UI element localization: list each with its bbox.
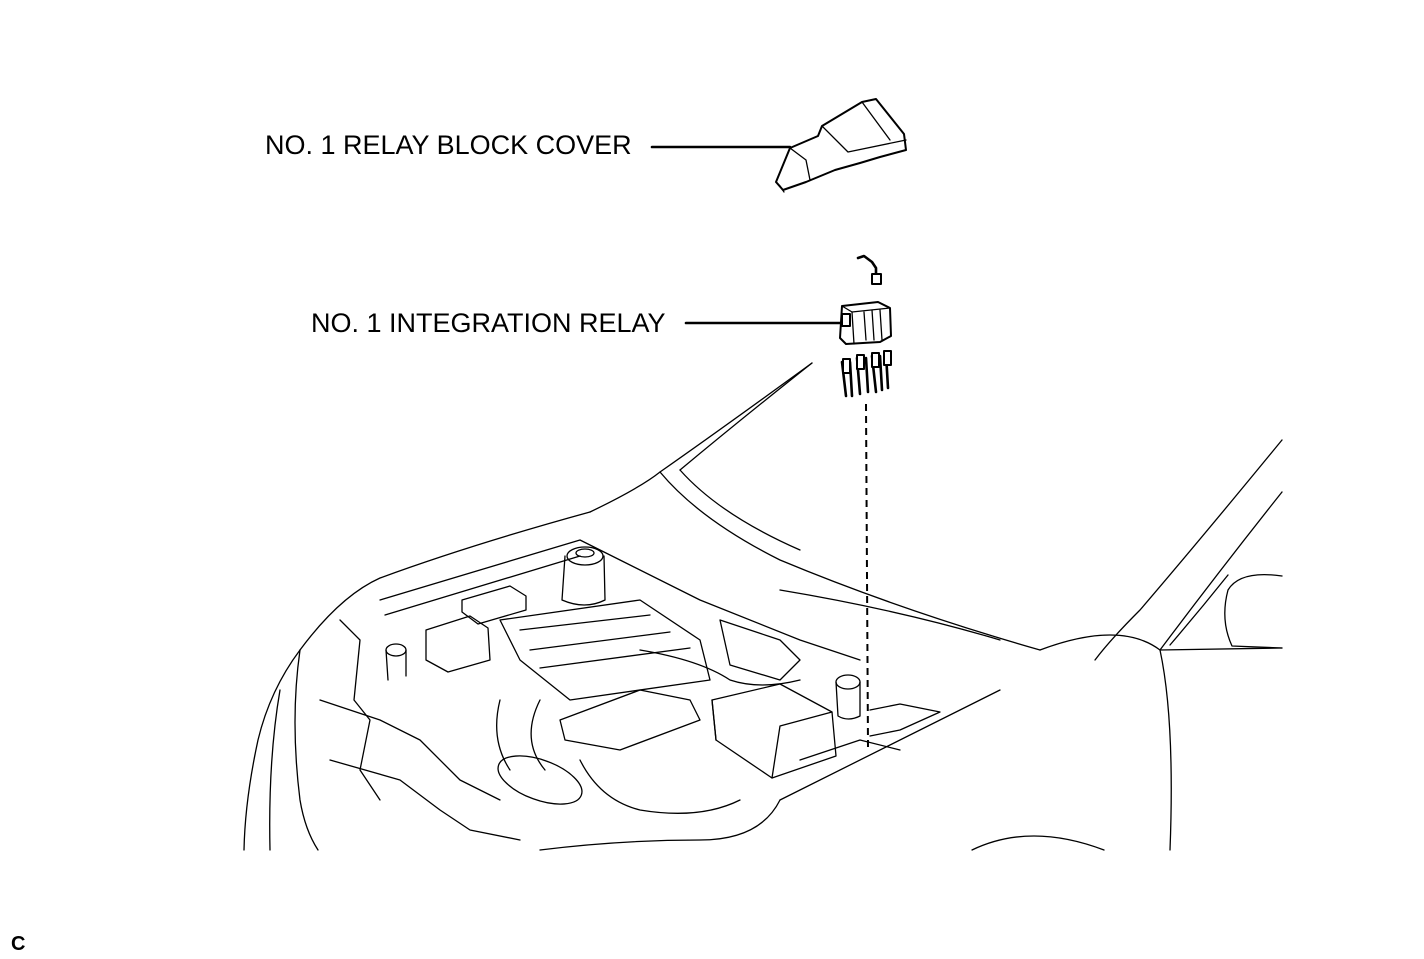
- engine-compartment: [319, 539, 941, 841]
- relay-terminals: [840, 350, 892, 398]
- relay-clip: [856, 254, 882, 285]
- relay-block-cover: [775, 98, 907, 193]
- integration-relay-label: NO. 1 INTEGRATION RELAY: [311, 308, 666, 338]
- installation-dashed-line: [865, 403, 869, 749]
- relay-block-cover-label: NO. 1 RELAY BLOCK COVER: [265, 130, 632, 160]
- integration-relay: [839, 301, 892, 345]
- vehicle-body: [243, 362, 1283, 851]
- corner-code: C: [11, 933, 26, 955]
